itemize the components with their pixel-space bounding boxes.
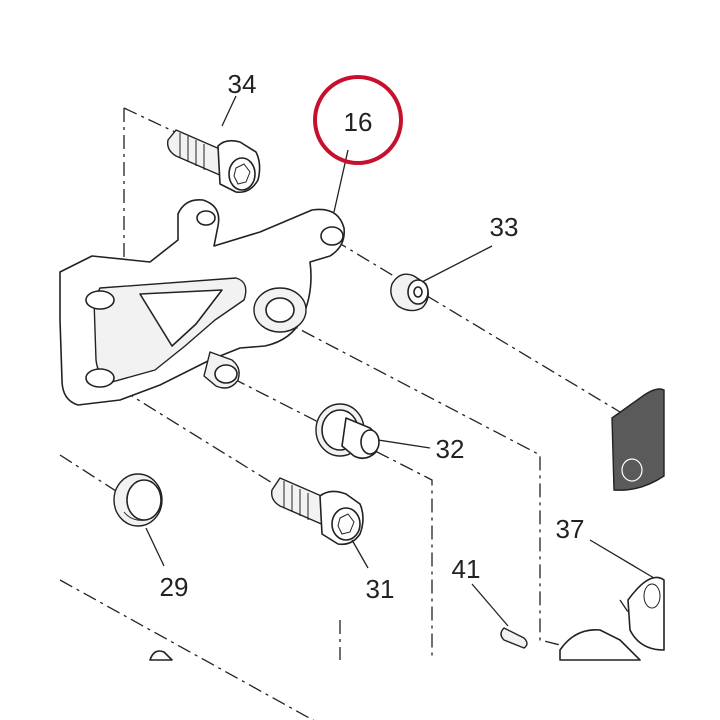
pin-part-41[interactable] bbox=[500, 627, 528, 649]
spacer-part-33[interactable] bbox=[390, 273, 429, 312]
bolt-part-34[interactable] bbox=[166, 129, 261, 194]
label-41: 41 bbox=[452, 554, 481, 584]
label-34: 34 bbox=[228, 69, 257, 99]
label-37: 37 bbox=[556, 514, 585, 544]
label-31: 31 bbox=[366, 574, 395, 604]
bushing-part-32[interactable] bbox=[315, 403, 380, 460]
plate-part[interactable] bbox=[611, 388, 665, 491]
part-37-assembly[interactable] bbox=[559, 576, 665, 661]
label-32: 32 bbox=[436, 434, 465, 464]
bracket-part-16[interactable] bbox=[59, 198, 346, 406]
leader-lines bbox=[145, 95, 655, 627]
small-fastener bbox=[149, 650, 173, 661]
bolt-part-31[interactable] bbox=[270, 477, 364, 546]
label-16: 16 bbox=[344, 107, 373, 137]
washer-part-29[interactable] bbox=[113, 473, 163, 527]
highlight-circle bbox=[313, 75, 403, 165]
label-33: 33 bbox=[490, 212, 519, 242]
label-29: 29 bbox=[160, 572, 189, 602]
